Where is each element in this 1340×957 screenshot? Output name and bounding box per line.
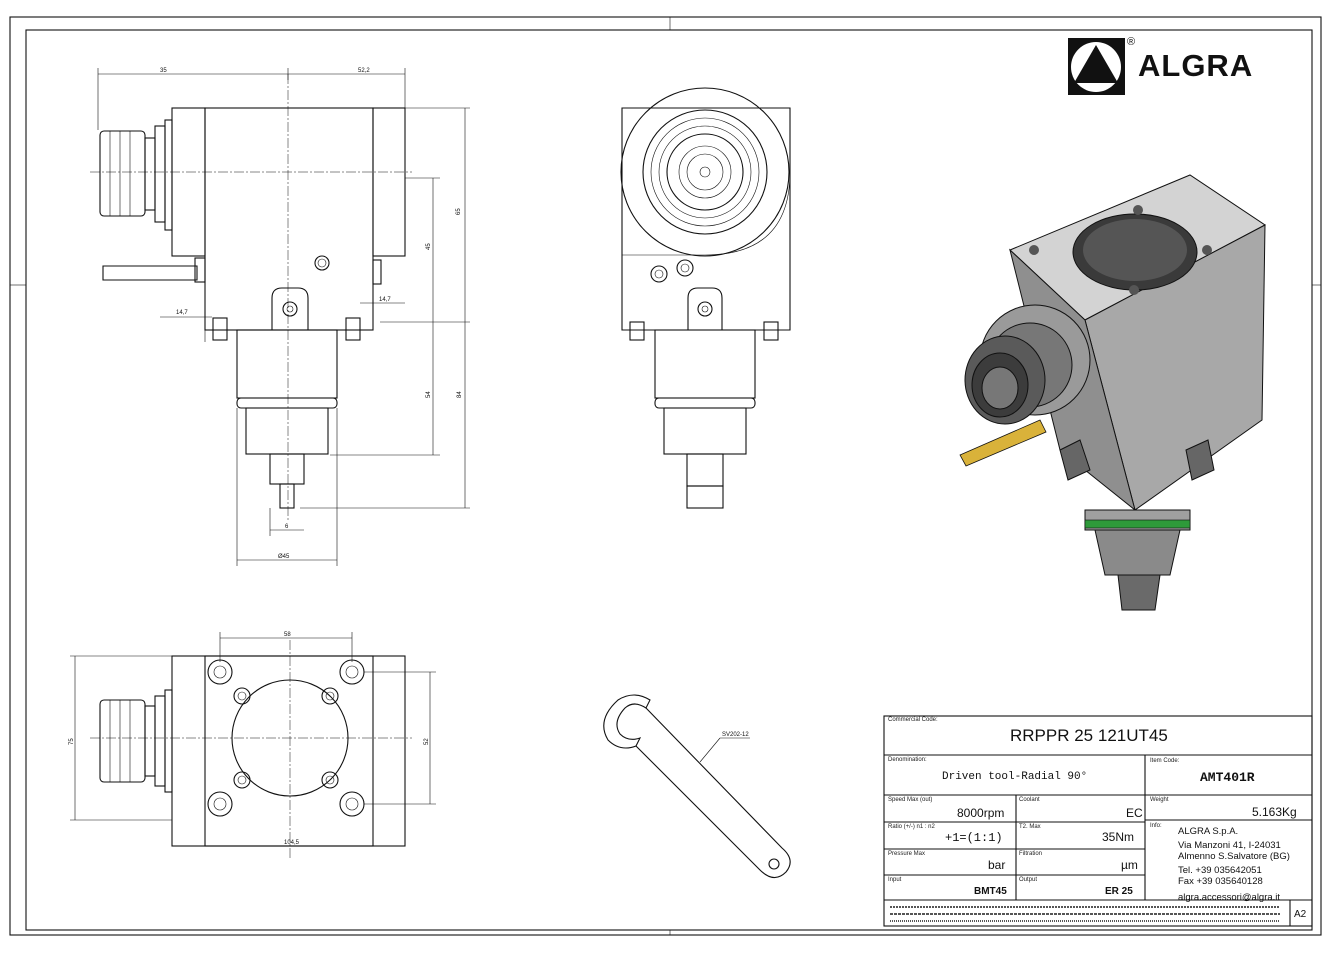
ratio-label: Ratio (+/-) n1 : n2	[888, 824, 935, 830]
dim-6: 6	[285, 524, 289, 530]
output-label: Output	[1019, 877, 1038, 883]
weight-value: 5.163Kg	[1252, 805, 1297, 819]
sheet-size: A2	[1294, 909, 1307, 920]
info-line: Tel. +39 035642051	[1178, 865, 1262, 876]
dim-14-7-right: 14,7	[379, 297, 391, 303]
torque-unit: Nm	[1115, 830, 1135, 844]
speed-value: 8000	[957, 806, 984, 820]
dim-52: 52	[424, 738, 430, 745]
speed-label: Speed Max (out)	[888, 797, 933, 803]
item-code-label: Item Code:	[1150, 758, 1180, 764]
filtration-unit: µm	[1121, 858, 1138, 872]
info-line: ALGRA S.p.A.	[1178, 826, 1239, 837]
dim-58: 58	[284, 632, 291, 638]
wrench-label: SV202-12	[722, 732, 749, 738]
info-line: algra.accessori@algra.it	[1178, 892, 1281, 903]
input-label: Input	[888, 877, 902, 883]
commercial-code-value: RRPPR 25 121UT45	[1010, 726, 1168, 745]
registered-mark: ®	[1127, 36, 1136, 48]
inner-border	[25, 29, 1313, 931]
dim-phi45: Ø45	[278, 554, 290, 560]
speed-unit: rpm	[983, 806, 1005, 820]
info-label: Info:	[1150, 823, 1162, 829]
denomination-value: Driven tool-Radial 90°	[942, 771, 1088, 783]
dim-104-5: 104,5	[284, 840, 300, 846]
weight-label: Weight	[1150, 797, 1169, 803]
info-line: Almenno S.Salvatore (BG)	[1178, 851, 1290, 862]
item-code-value: AMT401R	[1200, 770, 1255, 785]
brand-name: ALGRA	[1138, 48, 1254, 83]
top-view: 58 75 52 104,5	[69, 632, 436, 860]
dim-75: 75	[69, 738, 75, 745]
dim-52-2: 52,2	[358, 68, 370, 74]
dim-14-7-left: 14,7	[176, 310, 188, 316]
title-block-grid	[883, 715, 1313, 927]
pressure-unit: bar	[988, 858, 1006, 872]
torque-label: T2. Max	[1019, 824, 1041, 830]
speed-value-row: 8000rpm	[957, 806, 1004, 820]
commercial-code-label: Commercial Code:	[888, 717, 938, 723]
denomination-label: Denomination:	[888, 757, 927, 763]
outer-border	[9, 16, 1322, 936]
coolant-label: Coolant	[1019, 797, 1040, 803]
dim-45: 45	[426, 243, 432, 250]
info-line: Via Manzoni 41, I-24031	[1178, 840, 1281, 851]
dim-65: 65	[456, 208, 462, 215]
torque-value-row: 35Nm	[1102, 830, 1134, 844]
info-line: Fax +39 035640128	[1178, 876, 1263, 887]
torque-value: 35	[1102, 830, 1116, 844]
isometric-view	[959, 174, 1266, 611]
ratio-value: +1=(1:1)	[945, 831, 1003, 845]
pressure-label: Pressure Max	[888, 851, 926, 857]
output-value: ER 25	[1105, 886, 1133, 897]
dim-54: 54	[426, 391, 432, 398]
coolant-value: EC	[1126, 806, 1143, 820]
dim-84: 84	[457, 391, 463, 398]
info-block: ALGRA S.p.A. Via Manzoni 41, I-24031 Alm…	[1178, 826, 1290, 903]
side-view	[620, 87, 791, 509]
algra-logo-mark	[1068, 38, 1125, 95]
dim-35-top: 35	[160, 68, 167, 74]
front-view: 35 52,2 14,7 14,7 65 45 54 84 6 Ø45	[90, 68, 470, 566]
wrench-drawing: SV202-12	[603, 694, 791, 879]
filtration-label: Filtration	[1019, 851, 1043, 857]
input-value: BMT45	[974, 886, 1007, 897]
